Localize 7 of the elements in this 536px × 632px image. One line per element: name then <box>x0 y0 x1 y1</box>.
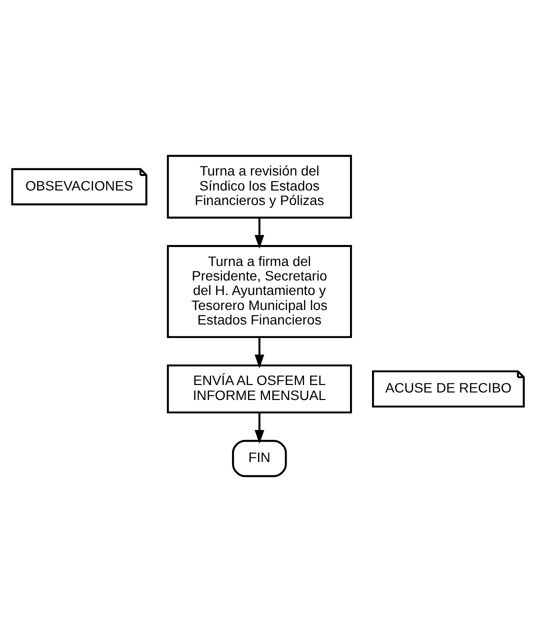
node-box: Turna a firma del Presidente, Secretario del H. Ayuntamiento y Tesorero Municipal los Estados Financieros <box>166 245 352 338</box>
arrow <box>254 412 264 444</box>
node-box: Turna a revisión del Síndico los Estados Financieros y Pólizas <box>166 154 352 219</box>
node-box: FIN <box>232 440 287 478</box>
node-box: ENVÍA AL OSFEM EL INFORME MENSUAL <box>166 364 352 414</box>
arrow <box>254 218 264 249</box>
arrow <box>254 337 264 368</box>
